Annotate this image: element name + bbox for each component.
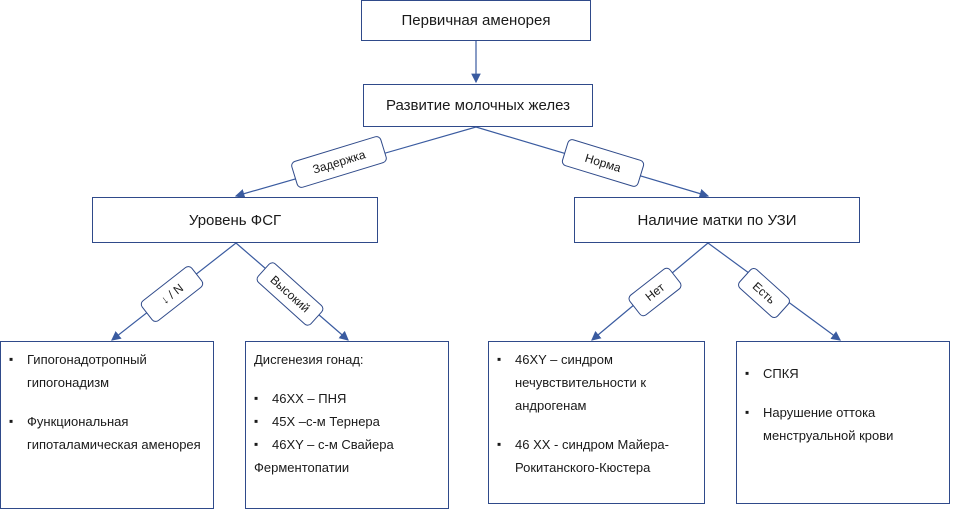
leaf-no-uterus: 46ХY – синдром нечувствительности к андр… [488, 341, 705, 504]
leaf-no-uterus-list: 46ХY – синдром нечувствительности к андр… [497, 348, 696, 479]
node-fsh-level: Уровень ФСГ [92, 197, 378, 243]
list-item: Гипогонадотропный гипогонадизм [9, 348, 205, 394]
leaf-hypogonadotropic: Гипогонадотропный гипогонадизм Функциона… [0, 341, 214, 509]
list-spacer [497, 417, 696, 433]
list-item: 46ХY – с-м Свайера [254, 433, 440, 456]
list-item: 46ХY – синдром нечувствительности к андр… [497, 348, 696, 417]
leaf-uterus-present: СПКЯ Нарушение оттока менструальной кров… [736, 341, 950, 504]
node-breast-development-label: Развитие молочных желез [386, 97, 570, 114]
node-breast-development: Развитие молочных желез [363, 84, 593, 127]
leaf-hypogonadotropic-list: Гипогонадотропный гипогонадизм Функциона… [9, 348, 205, 456]
list-item: СПКЯ [745, 362, 941, 385]
leaf-gonadal-dysgenesis-list: 46ХХ – ПНЯ 45Х –с-м Тернера 46ХY – с-м С… [254, 387, 440, 456]
node-primary-amenorrhea-label: Первичная аменорея [401, 12, 551, 29]
node-fsh-level-label: Уровень ФСГ [188, 211, 282, 229]
node-uterus-ultrasound: Наличие матки по УЗИ [574, 197, 860, 243]
leaf-gonadal-dysgenesis-title: Дисгенезия гонад: [254, 352, 364, 367]
leaf-gonadal-dysgenesis: Дисгенезия гонад: 46ХХ – ПНЯ 45Х –с-м Те… [245, 341, 449, 509]
leaf-gonadal-dysgenesis-footer: Ферментопатии [254, 460, 350, 475]
leaf-uterus-present-list: СПКЯ Нарушение оттока менструальной кров… [745, 362, 941, 447]
list-item: Нарушение оттока менструальной крови [745, 401, 941, 447]
list-item: 46 ХХ - синдром Майера-Рокитанского-Кюст… [497, 433, 696, 479]
list-item: 45Х –с-м Тернера [254, 410, 440, 433]
list-item: Функциональная гипоталамическая аменорея [9, 410, 205, 456]
list-item: 46ХХ – ПНЯ [254, 387, 440, 410]
list-spacer [745, 385, 941, 401]
edge-label-no-text: Нет [642, 280, 668, 304]
node-uterus-ultrasound-label: Наличие матки по УЗИ [637, 211, 797, 229]
node-primary-amenorrhea: Первичная аменорея [361, 0, 591, 41]
edge-label-norm-text: Норма [583, 150, 623, 176]
spacer [254, 371, 440, 387]
list-spacer [9, 394, 205, 410]
